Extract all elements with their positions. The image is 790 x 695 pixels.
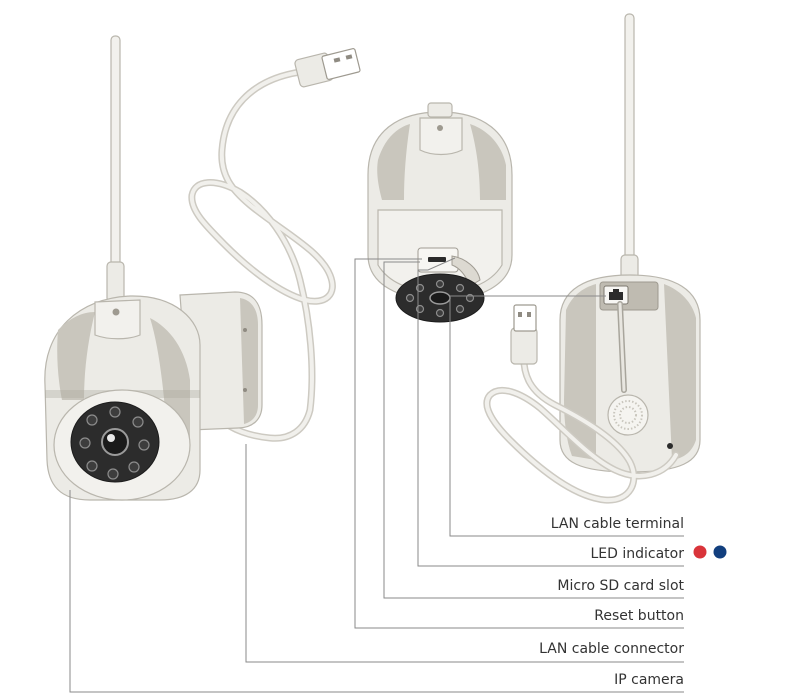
usb-plug-left [294,48,361,88]
label-ip-camera: IP camera [614,672,684,688]
leader-ip-camera [69,490,684,693]
leader-micro-sd [383,261,684,599]
label-lan-cable-terminal: LAN cable terminal [551,516,684,532]
antenna-left [106,35,125,303]
label-lan-cable-connector: LAN cable connector [539,641,684,657]
leader-lines [69,257,684,693]
lens-housing-left [53,389,191,501]
usb-plug-right [510,304,538,365]
leader-lan-terminal [449,295,684,537]
leader-led-indicator [417,257,684,567]
label-led-indicator: LED indicator [590,546,684,562]
ip-camera-front-view [44,35,361,501]
callout-labels: LAN cable terminal LED indicator Micro S… [539,516,727,688]
led-blue-dot [713,545,727,559]
ip-camera-back-view [483,13,701,504]
led-red-dot [693,545,707,559]
ip-camera-bottom-view [367,102,513,323]
antenna-right [620,13,639,286]
leader-reset [354,258,684,629]
usb-cable-left [188,48,361,442]
leader-lan-connector [245,444,684,663]
label-micro-sd-card-slot: Micro SD card slot [557,578,684,594]
label-reset-button: Reset button [594,608,684,624]
